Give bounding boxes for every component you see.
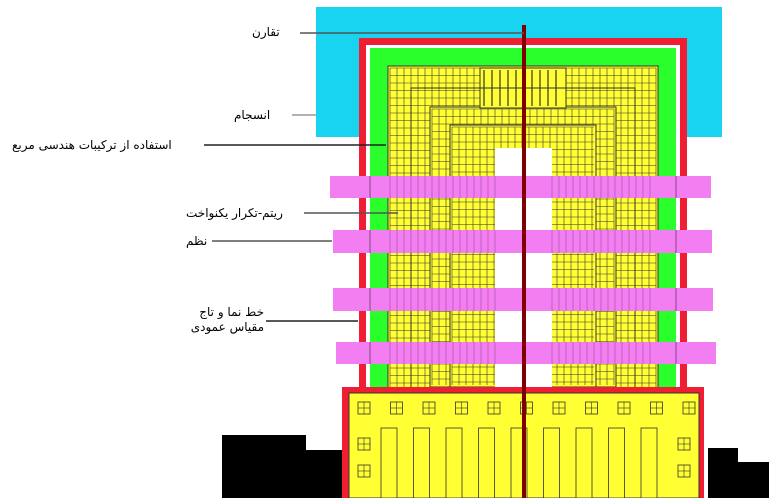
ground-left-step (305, 450, 347, 498)
ground-right-step (738, 462, 769, 498)
label-skyline-line2: مقیاس عمودی (190, 320, 264, 334)
podium-door (575, 427, 593, 498)
band-grid-lines (369, 176, 677, 364)
label-square-geometry: استفاده از ترکیبات هندسی مربع (12, 138, 172, 152)
podium-door (380, 427, 398, 498)
ground-left-block (222, 435, 306, 498)
label-ensejam: انسجام (234, 108, 271, 122)
label-skyline-line1: خط نما و تاج (199, 305, 264, 319)
podium-door (413, 427, 430, 498)
podium-door (608, 427, 625, 498)
label-skyline: خط نما و تاج مقیاس عمودی (186, 305, 264, 335)
podium-door (478, 427, 495, 498)
podium-door (543, 427, 560, 498)
label-rhythm: ریتم-تکرار یکنواخت (186, 206, 283, 220)
horizontal-band-1 (330, 176, 711, 198)
label-tagharon: تقارن (252, 25, 280, 39)
podium-door (445, 427, 463, 498)
ground-right-block (708, 448, 738, 498)
label-order: نظم (186, 234, 208, 248)
podium-door (640, 427, 658, 498)
